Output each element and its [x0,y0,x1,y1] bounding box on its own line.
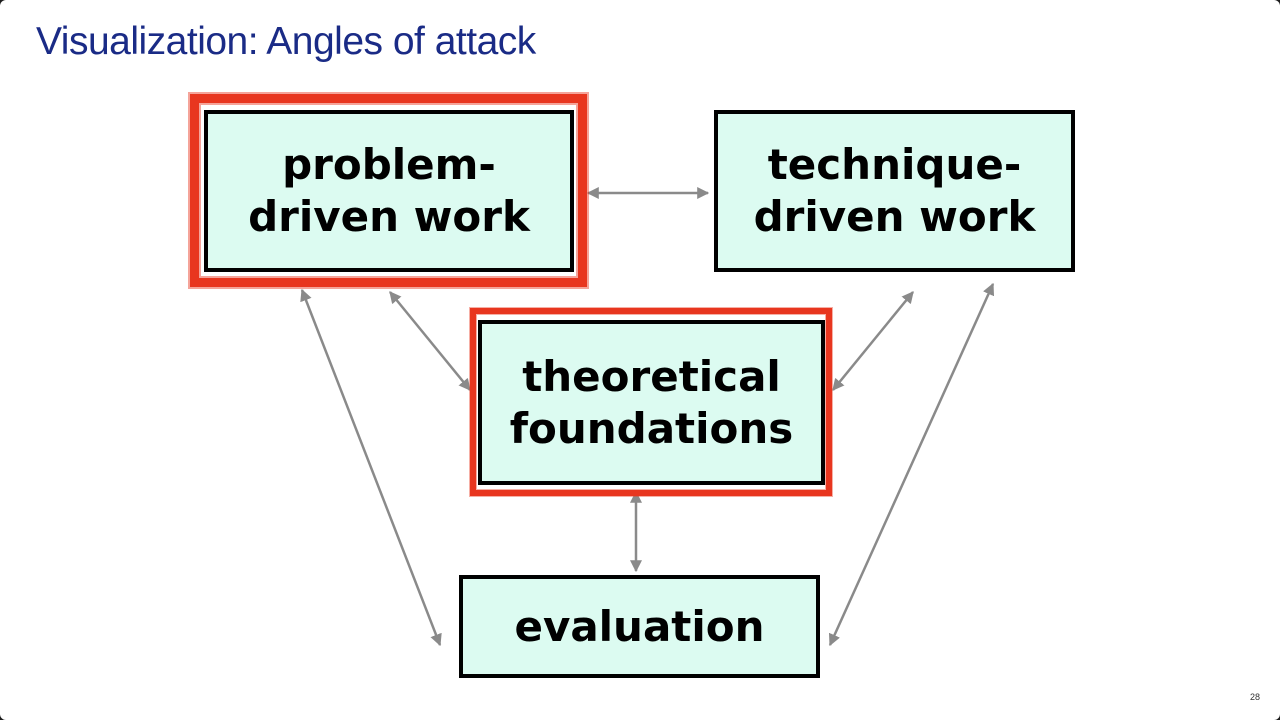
box-technique-driven-work: technique- driven work [714,110,1075,272]
box-problem-label: problem- driven work [248,140,530,241]
slide-title: Visualization: Angles of attack [36,20,536,63]
arrow-problem-evaluation [300,288,442,647]
arrow-problem-theory [389,291,471,391]
box-technique-label: technique- driven work [753,140,1036,241]
highlight-theoretical [470,308,832,496]
box-evaluation-label: evaluation [514,601,765,651]
box-theoretical-foundations: theoretical foundations [478,320,825,485]
box-theory-label: theoretical foundations [509,351,794,453]
highlight-problem-driven [190,94,587,287]
box-evaluation: evaluation [459,575,820,678]
page-number: 28 [1249,692,1260,702]
arrow-technique-evaluation [828,282,995,647]
arrow-technique-theory [832,291,914,391]
box-problem-driven-work: problem- driven work [204,110,574,272]
